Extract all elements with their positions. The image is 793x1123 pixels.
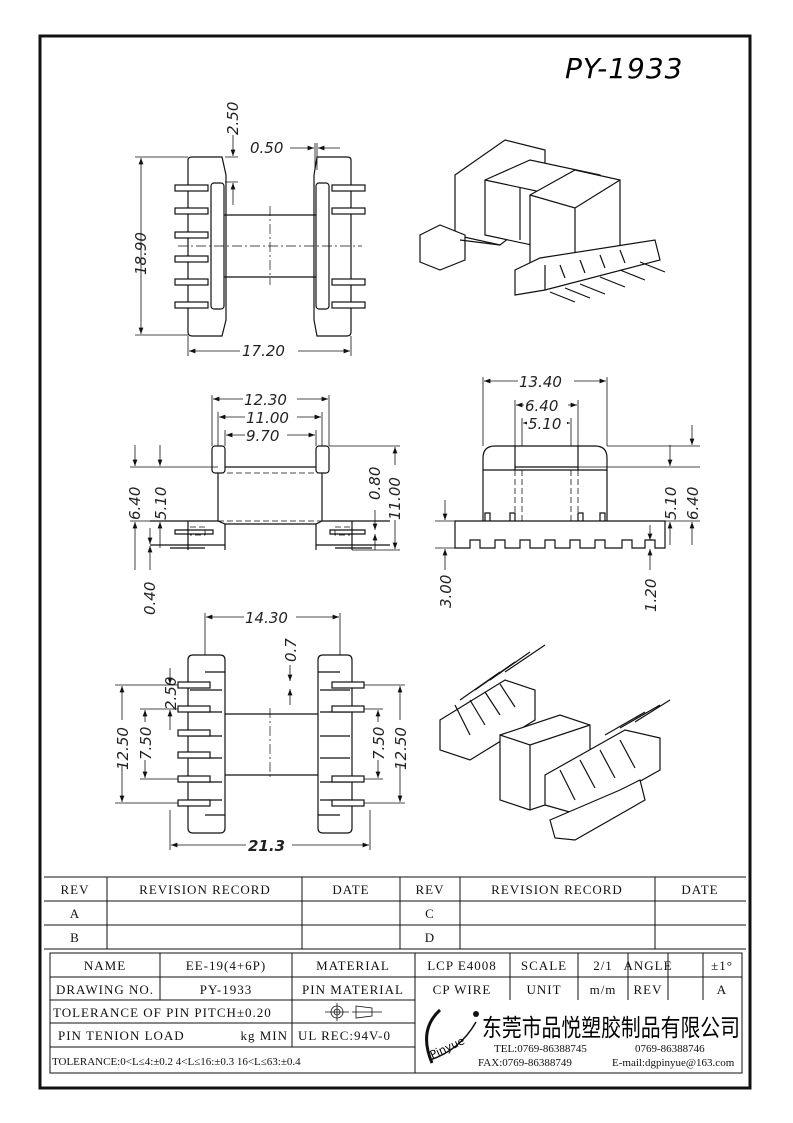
title-block: NAME EE-19(4+6P) MATERIAL LCP E4008 SCAL… [49, 952, 743, 1074]
company-tel2: 0769-86388746 [635, 1043, 705, 1055]
isometric-view-bottom [439, 644, 671, 841]
rev-value: A [717, 982, 727, 997]
drawing-title: PY-1933 [565, 52, 684, 85]
rev-header-1: REV [61, 882, 90, 897]
pin-material-value: CP WIRE [433, 982, 492, 997]
company-fax: FAX:0769-86388749 [478, 1057, 572, 1069]
drawing-no-value: PY-1933 [200, 982, 253, 997]
company-name: 东莞市品悦塑胶制品有限公司 [482, 1014, 740, 1042]
side-view: 13.40 6.40 5.10 5.10 6.40 3.00 1.20 [435, 373, 702, 612]
pin-pitch-tolerance: TOLERANCE OF PIN PITCH±0.20 [53, 1005, 272, 1020]
dim-pin-step: 1.20 [642, 579, 660, 612]
dim-width: 17.20 [242, 342, 285, 360]
dim-r2: 11.00 [386, 477, 404, 520]
rev-c: C [425, 906, 435, 921]
dim-bottom-h-left: 12.50 [114, 727, 132, 770]
angle-value: ±1° [711, 958, 733, 973]
dim-side-w2: 6.40 [525, 397, 558, 415]
dim-bottom-h-right2: 7.50 [370, 727, 388, 760]
dim-bottom-pitch: 2.50 [162, 677, 180, 710]
pin-material-label: PIN MATERIAL [302, 982, 404, 997]
dim-pin-off: 0.40 [141, 582, 159, 615]
dim-side-h1: 5.10 [662, 487, 680, 520]
company-tel: TEL:0769-86388745 [494, 1043, 587, 1055]
scale-value: 2/1 [593, 958, 613, 973]
revision-record-header-2: REVISION RECORD [491, 882, 623, 897]
tolerance-text: TOLERANCE:0<L≤4:±0.2 4<L≤16:±0.3 16<L≤63… [52, 1056, 301, 1068]
revision-table: REV REVISION RECORD DATE REV REVISION RE… [44, 876, 746, 950]
dim-flange-step: 2.50 [224, 102, 242, 135]
dim-side-w3: 5.10 [528, 415, 561, 433]
company-logo: Pinyue [425, 1008, 479, 1064]
dim-overall: 21.3 [248, 837, 285, 855]
company-email: E-mail:dgpinyue@163.com [612, 1057, 735, 1069]
rev-label: REV [634, 982, 663, 997]
logo-text: Pinyue [428, 1034, 467, 1061]
rev-header-2: REV [416, 882, 445, 897]
rev-d: D [425, 930, 435, 945]
scale-label: SCALE [521, 958, 567, 973]
revision-record-header-1: REVISION RECORD [139, 882, 271, 897]
rev-b: B [70, 930, 80, 945]
rev-a: A [70, 906, 80, 921]
ul-rec: UL REC:94V-0 [298, 1028, 391, 1043]
dim-bottom-h-right: 12.50 [392, 727, 410, 770]
drawing-no-label: DRAWING NO. [56, 982, 154, 997]
dim-w2: 11.00 [246, 409, 289, 427]
pin-tension-label: PIN TENION LOAD [58, 1028, 185, 1043]
dim-r1: 0.80 [366, 467, 384, 500]
dim-side-w1: 13.40 [519, 373, 562, 391]
isometric-view-top [419, 139, 666, 303]
material-value: LCP E4008 [427, 958, 497, 973]
unit-value: m/m [590, 982, 617, 997]
date-header-1: DATE [332, 882, 369, 897]
top-view: 18.90 17.20 2.50 0.50 [132, 102, 366, 360]
unit-label: UNIT [526, 982, 561, 997]
material-label: MATERIAL [316, 958, 390, 973]
dim-pin-len: 3.00 [437, 575, 455, 608]
drawing-frame [38, 34, 752, 1090]
dim-height: 18.90 [132, 232, 150, 275]
name-label: NAME [84, 958, 126, 973]
bottom-view: 14.30 0.7 12.50 7.50 2.50 7.50 12.50 21.… [114, 609, 410, 855]
dim-bottom-width: 14.30 [245, 609, 288, 627]
dim-w1: 12.30 [244, 391, 287, 409]
dim-side-h2: 6.40 [684, 487, 702, 520]
dim-w3: 9.70 [246, 427, 279, 445]
date-header-2: DATE [681, 882, 718, 897]
dim-gap: 0.50 [250, 139, 283, 157]
dim-h1: 6.40 [126, 487, 144, 520]
pin-tension-unit: kg MIN [240, 1028, 288, 1043]
dim-h2: 5.10 [152, 487, 170, 520]
front-view: 12.30 11.00 9.70 6.40 5.10 0.40 0.80 11.… [126, 391, 404, 615]
projection-symbol-icon [325, 1003, 382, 1021]
dim-bottom-gap: 0.7 [282, 638, 300, 662]
angle-label: ANGLE [623, 958, 672, 973]
name-value: EE-19(4+6P) [186, 958, 266, 973]
dim-bottom-h-left2: 7.50 [137, 727, 155, 760]
